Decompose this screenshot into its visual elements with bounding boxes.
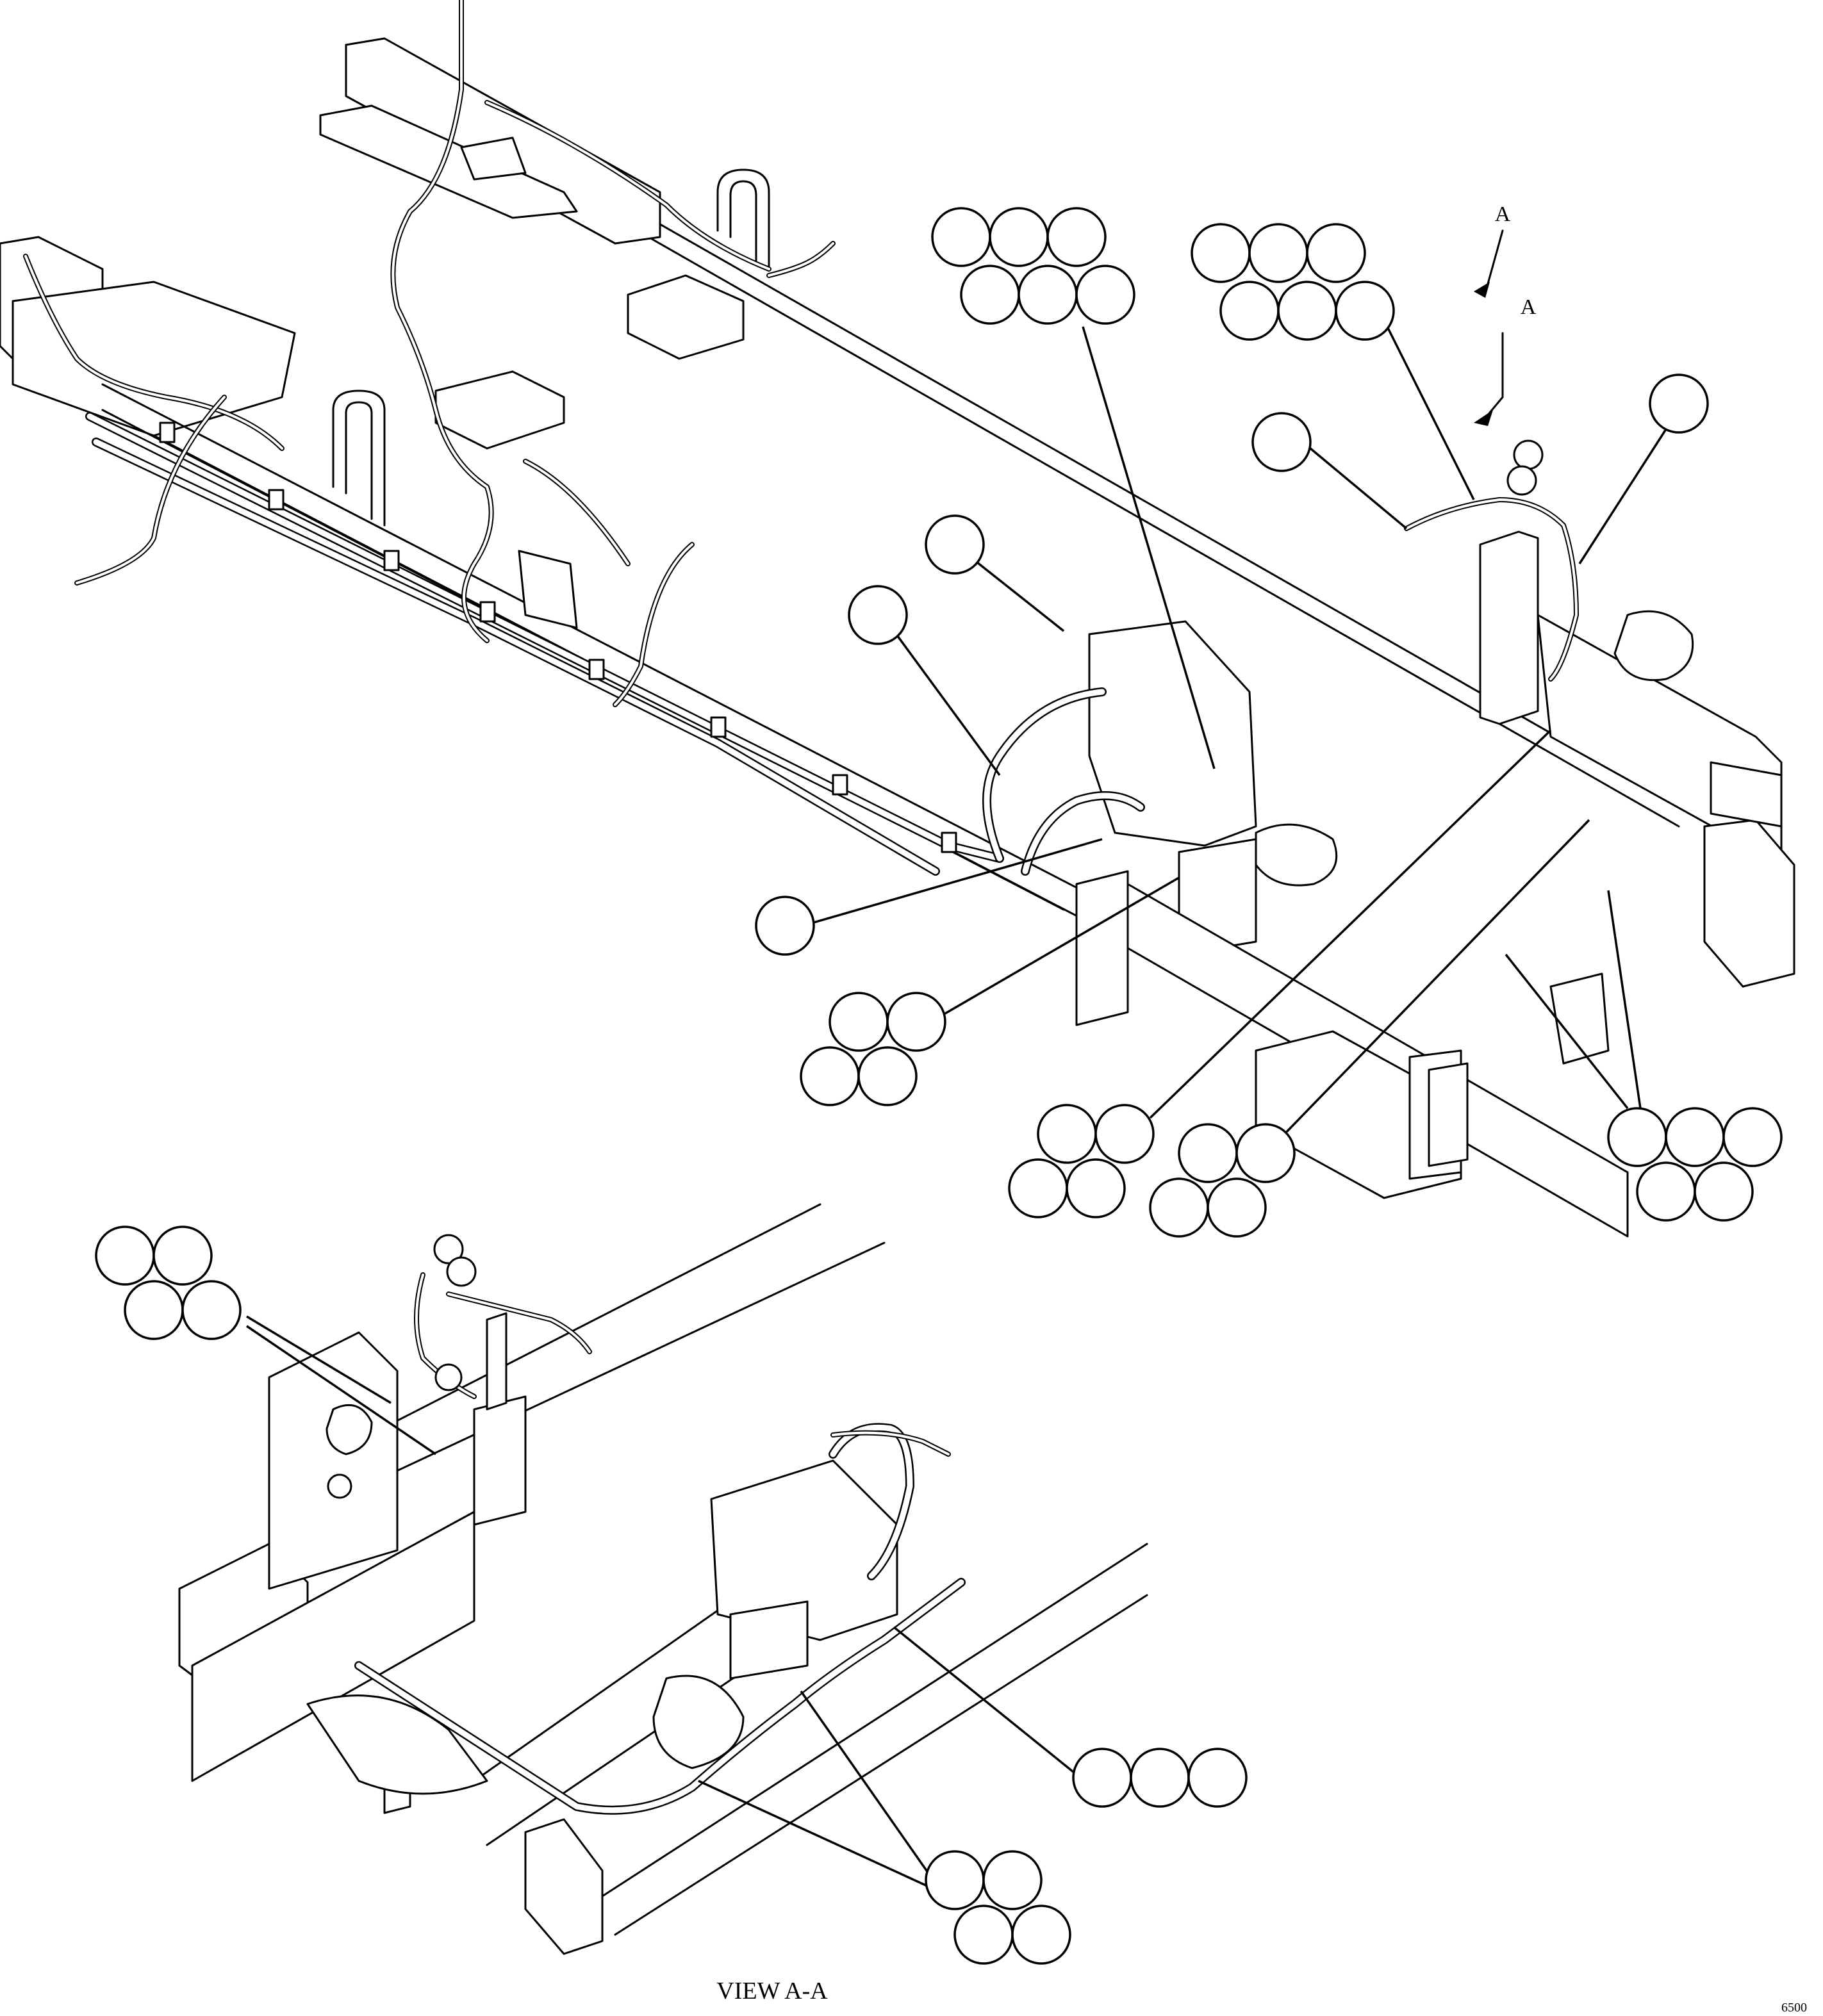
center-plate bbox=[434, 370, 565, 450]
callout-group-lower-middle-4-b bbox=[1149, 1123, 1296, 1238]
section-arrows: A A bbox=[1474, 202, 1537, 426]
connector-round bbox=[1506, 465, 1537, 496]
clamp bbox=[588, 659, 605, 680]
section-arrow-upper bbox=[1485, 229, 1504, 290]
aa-rail-6 bbox=[614, 1594, 1148, 1936]
callouts-upper bbox=[755, 207, 1783, 1238]
drawing-number: 6500 bbox=[1781, 2001, 1807, 2015]
right-mount-plate bbox=[1710, 761, 1783, 828]
harness-7 bbox=[523, 459, 631, 566]
section-arrow-lower-head bbox=[1474, 410, 1493, 426]
callout-center-single-b bbox=[848, 585, 908, 645]
aa-pump-round bbox=[652, 1675, 745, 1769]
right-plate-hole bbox=[1613, 610, 1694, 682]
harness-7-in bbox=[524, 460, 629, 565]
callout-group-upper-center-6 bbox=[931, 207, 1135, 325]
aa-hose-1-in bbox=[356, 1579, 964, 1814]
main-hose-run-in bbox=[87, 413, 1003, 862]
aa-wire-top-in bbox=[832, 1431, 950, 1455]
hose-clamps bbox=[159, 422, 957, 853]
section-arrow-label-upper: A bbox=[1495, 202, 1511, 226]
aa-left-frame-body bbox=[268, 1331, 399, 1590]
callout-group-view-aa-upper-left-4 bbox=[95, 1225, 242, 1340]
left-end-plate-face bbox=[12, 281, 296, 437]
middle-cross-plate bbox=[627, 274, 745, 360]
section-arrow-label-lower: A bbox=[1521, 295, 1537, 319]
aa-rail-5 bbox=[601, 1543, 1148, 1897]
right-harness-in bbox=[1405, 498, 1578, 680]
pump-hoses-in bbox=[984, 689, 1144, 874]
aa-connector bbox=[434, 1363, 463, 1391]
secondary-hose-run bbox=[92, 438, 940, 876]
aa-connector bbox=[433, 1234, 464, 1265]
aa-connector bbox=[327, 1473, 352, 1499]
connector-round bbox=[1513, 439, 1544, 470]
secondary-hose-run-in bbox=[93, 439, 939, 874]
clamp bbox=[383, 550, 400, 571]
callout-group-lower-middle-4-a bbox=[1008, 1104, 1155, 1218]
section-arrow-upper-head bbox=[1474, 282, 1490, 298]
rear-bracket bbox=[319, 104, 578, 219]
right-vertical-bracket bbox=[1479, 530, 1539, 725]
callout-group-upper-right-6 bbox=[1191, 223, 1395, 341]
callout-group-middle-4 bbox=[800, 992, 946, 1106]
harness-1-in bbox=[24, 255, 283, 450]
harness-5-in bbox=[768, 242, 834, 277]
clamp bbox=[268, 489, 285, 511]
u-bolt-right-inner bbox=[729, 180, 757, 264]
aa-connector bbox=[446, 1256, 477, 1287]
clamp bbox=[710, 716, 727, 738]
section-arrow-lower bbox=[1485, 332, 1504, 418]
callout-lower-left-single bbox=[755, 896, 815, 956]
main-frame-view bbox=[0, 0, 1795, 1238]
aa-left-hole bbox=[326, 1404, 373, 1455]
access-cover bbox=[518, 550, 578, 629]
aa-bottom-plate-1 bbox=[524, 1818, 604, 1955]
aa-vertical-post-2 bbox=[486, 1312, 507, 1411]
aa-pump-mount bbox=[729, 1600, 809, 1680]
rear-bracket-2 bbox=[460, 136, 527, 181]
front-axle-box bbox=[1075, 870, 1129, 1026]
u-bolt-left bbox=[332, 389, 386, 527]
harness-3-in bbox=[392, 0, 493, 642]
harness-5 bbox=[766, 241, 836, 278]
axle-bracket bbox=[1549, 972, 1610, 1065]
clamp bbox=[941, 832, 957, 853]
callout-upper-right-single-b bbox=[1649, 373, 1709, 434]
aa-bottom-curve bbox=[306, 1694, 488, 1795]
callout-upper-right-single-a bbox=[1251, 412, 1312, 472]
u-bolt-right bbox=[716, 168, 770, 270]
callout-group-view-aa-bottom-4 bbox=[925, 1850, 1071, 1965]
harness-2-in bbox=[76, 396, 226, 584]
aa-left-frame bbox=[191, 1511, 475, 1782]
callout-group-lower-right-5 bbox=[1607, 1107, 1783, 1222]
callout-center-single-a bbox=[925, 514, 985, 575]
harness-4-in bbox=[486, 101, 770, 270]
callout-group-view-aa-right-3 bbox=[1072, 1748, 1248, 1808]
view-aa: VIEW A-A bbox=[95, 1203, 1248, 2004]
aa-pump-body bbox=[710, 1459, 898, 1641]
harness-6-in bbox=[614, 543, 693, 706]
axle-plate-hole bbox=[1255, 823, 1338, 887]
clamp bbox=[159, 422, 176, 443]
clamp bbox=[832, 774, 848, 796]
u-bolt-left-inner bbox=[345, 401, 373, 520]
pump-body bbox=[1088, 620, 1257, 847]
clamp bbox=[479, 601, 496, 623]
aa-vertical-post bbox=[473, 1395, 527, 1526]
view-aa-title: VIEW A-A bbox=[716, 1978, 828, 2004]
front-end-block-2 bbox=[1428, 1062, 1469, 1167]
